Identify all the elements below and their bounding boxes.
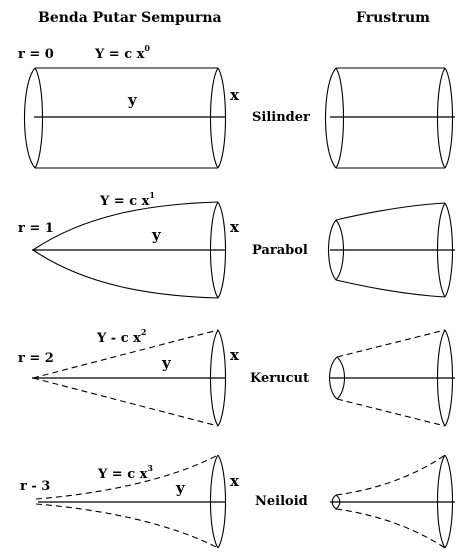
y-label-kerucut: y — [161, 354, 172, 372]
equation-kerucut: Y - c x2 — [96, 327, 147, 346]
header-right: Frustrum — [356, 10, 430, 26]
r-label-kerucut: r = 2 — [18, 351, 54, 366]
r-label-neiloid: r - 3 — [20, 479, 50, 494]
y-label-neiloid: y — [175, 479, 186, 497]
solid-neiloid — [35, 454, 227, 549]
equation-parabol: Y = c x1 — [99, 190, 155, 209]
row-kerucut: r = 2 Y - c x2 y x Kerucut — [18, 327, 455, 427]
shape-name-parabol: Parabol — [252, 243, 308, 258]
r-label-parabol: r = 1 — [18, 221, 54, 236]
row-parabol: r = 1 Y = c x1 y x Parabol — [18, 190, 455, 299]
frustrum-silinder — [325, 67, 455, 169]
row-neiloid: r - 3 Y = c x3 y x Neiloid — [20, 454, 455, 549]
frustrum-kerucut — [328, 329, 455, 427]
header-left: Benda Putar Sempurna — [38, 10, 222, 26]
solid-silinder — [24, 67, 226, 169]
x-label-neiloid: x — [230, 472, 240, 490]
row-silinder: r = 0 Y = c x0 y x Silinder — [18, 43, 455, 169]
frustrum-neiloid — [330, 454, 455, 549]
equation-silinder: Y = c x0 — [94, 43, 150, 62]
y-label-silinder: y — [127, 91, 138, 109]
x-label-kerucut: x — [230, 346, 240, 364]
equation-neiloid: Y = c x3 — [97, 463, 153, 482]
x-label-silinder: x — [230, 86, 240, 104]
y-label-parabol: y — [151, 226, 162, 244]
r-label-silinder: r = 0 — [18, 47, 54, 62]
shape-name-neiloid: Neiloid — [255, 494, 308, 509]
x-label-parabol: x — [230, 218, 240, 236]
solid-kerucut — [32, 329, 226, 427]
frustrum-parabol — [328, 202, 455, 298]
shape-name-silinder: Silinder — [252, 110, 310, 125]
solid-parabol — [32, 201, 226, 299]
shape-name-kerucut: Kerucut — [250, 371, 309, 386]
